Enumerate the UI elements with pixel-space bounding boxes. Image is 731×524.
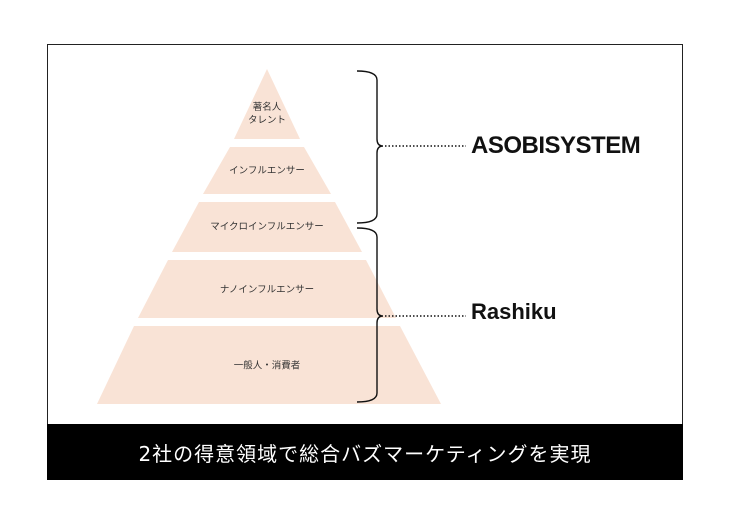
- bracket-rashiku: [356, 227, 384, 403]
- summary-banner: 2社の得意領域で総合バズマーケティングを実現: [47, 424, 683, 480]
- tier-shape-nano-influencer: [138, 260, 396, 318]
- tier-label-micro-influencer: マイクロインフルエンサー: [210, 221, 324, 233]
- summary-banner-text: 2社の得意領域で総合バズマーケティングを実現: [138, 441, 592, 466]
- tier-label-nano-influencer: ナノインフルエンサー: [219, 284, 315, 296]
- brand-rashiku: Rashiku: [471, 299, 557, 324]
- tier-shape-influencer: [203, 147, 331, 194]
- bracket-asobisystem: [356, 70, 384, 224]
- tier-label-celebrity: 著名人 タレント: [247, 102, 287, 126]
- tier-shape-micro-influencer: [172, 202, 362, 252]
- tier-label-influencer: インフルエンサー: [229, 165, 305, 177]
- tier-label-general-consumer: 一般人・消費者: [233, 360, 301, 372]
- tier-shape-general-consumer: [97, 326, 441, 404]
- tier-shape-celebrity: [234, 69, 300, 139]
- brand-asobisystem: ASOBISYSTEM: [471, 132, 641, 159]
